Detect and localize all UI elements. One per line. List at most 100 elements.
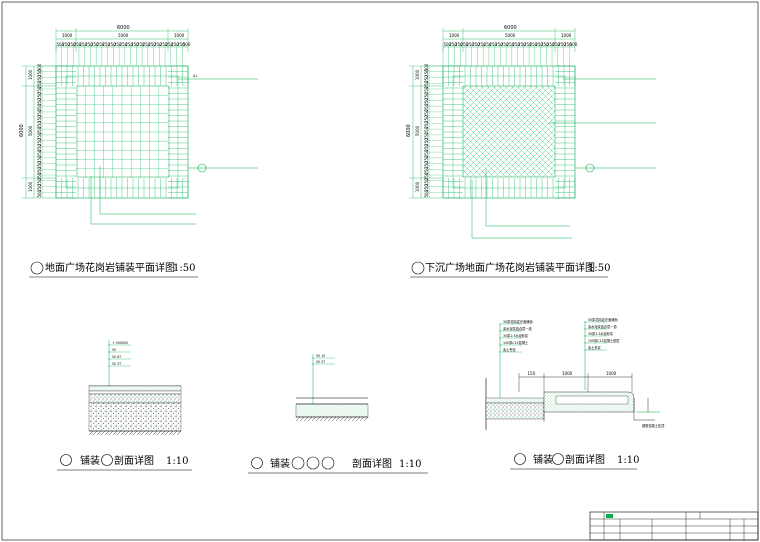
herringbone-brick <box>495 112 500 117</box>
dim-module-label: 250 <box>74 42 82 47</box>
herringbone-brick <box>504 139 509 144</box>
herringbone-brick <box>495 100 500 105</box>
herringbone-brick <box>540 139 545 144</box>
section-1-note-label: 50 37 <box>112 362 121 366</box>
herringbone-brick <box>540 109 545 114</box>
plan-b-grid <box>442 65 576 199</box>
herringbone-brick <box>483 94 488 99</box>
herringbone-brick <box>513 130 518 135</box>
dim-module-label: 250 <box>541 42 549 47</box>
section-1-mortar <box>88 390 182 395</box>
herringbone-brick <box>483 106 488 111</box>
herringbone-brick <box>457 110 460 113</box>
herringbone-brick <box>562 107 565 110</box>
section-1-concrete <box>88 393 182 404</box>
herringbone-brick <box>546 127 551 132</box>
herringbone-brick <box>556 101 559 104</box>
herringbone-brick <box>474 121 479 126</box>
dim-left-module-label: 250 <box>424 155 429 163</box>
herringbone-brick <box>546 175 551 177</box>
herringbone-brick <box>510 133 515 138</box>
herringbone-brick <box>495 118 500 123</box>
section-3-note-right-label: 100厚C15混凝土垫层 <box>588 338 620 343</box>
herringbone-brick <box>504 115 509 120</box>
dim-module-label: 250 <box>507 42 515 47</box>
dim-module-label: 250 <box>131 42 139 47</box>
herringbone-brick <box>525 106 530 111</box>
herringbone-brick <box>528 133 533 138</box>
herringbone-brick <box>516 127 521 132</box>
section-3-note-right-label: 素土夯实 <box>588 345 601 350</box>
herringbone-brick <box>552 175 555 177</box>
herringbone-brick <box>495 142 500 147</box>
dim-left-module-label: 250 <box>424 178 429 186</box>
herringbone-brick <box>474 133 479 138</box>
herringbone-brick <box>471 154 476 159</box>
dim-module-label: 250 <box>166 42 174 47</box>
herringbone-brick <box>526 179 529 182</box>
earth-hatch <box>347 416 353 422</box>
herringbone-brick <box>559 134 562 137</box>
herringbone-brick <box>471 106 476 111</box>
dim-module-label: 500 <box>570 42 578 47</box>
herringbone-brick <box>483 160 488 165</box>
herringbone-brick <box>519 94 524 99</box>
herringbone-brick <box>534 91 539 96</box>
herringbone-brick <box>471 118 476 123</box>
herringbone-brick <box>463 107 464 110</box>
dim-left-module-label: 250 <box>37 109 42 117</box>
earth-hatch <box>303 416 309 422</box>
herringbone-brick <box>525 88 530 93</box>
herringbone-brick <box>534 109 539 114</box>
herringbone-brick <box>525 118 530 123</box>
herringbone-brick <box>498 103 503 108</box>
herringbone-brick <box>537 100 542 105</box>
herringbone-brick <box>486 133 491 138</box>
herringbone-brick <box>562 173 565 176</box>
herringbone-brick <box>477 142 482 147</box>
herringbone-brick <box>495 94 500 99</box>
herringbone-brick <box>477 118 482 123</box>
herringbone-brick <box>546 139 551 144</box>
dim-module-label: 250 <box>518 42 526 47</box>
herringbone-brick <box>540 175 545 177</box>
herringbone-brick <box>483 154 488 159</box>
grid-band <box>452 75 566 189</box>
dim-left-module-label: 250 <box>37 184 42 192</box>
herringbone-brick <box>465 112 470 117</box>
herringbone-brick <box>525 112 530 117</box>
herringbone-brick <box>540 103 545 108</box>
herringbone-brick <box>477 136 482 141</box>
herringbone-brick <box>507 100 512 105</box>
herringbone-brick <box>468 151 473 156</box>
herringbone-brick <box>483 130 488 135</box>
herringbone-brick <box>543 142 548 147</box>
dim-left-segment-label: 5000 <box>28 125 33 136</box>
herringbone-brick <box>543 124 548 129</box>
dim-left-module-label: 250 <box>424 126 429 134</box>
dim-left-module-label: 250 <box>37 143 42 151</box>
herringbone-brick <box>468 115 473 120</box>
section-3-note-left-label: 30厚花岗岩光面铺面 <box>503 319 533 324</box>
dim-left-module-label: 250 <box>37 80 42 88</box>
title-block <box>589 511 759 541</box>
dim-left-module-label: 250 <box>37 166 42 174</box>
herringbone-brick <box>507 130 512 135</box>
dim-left-module-label: 250 <box>37 172 42 180</box>
herringbone-brick <box>534 97 539 102</box>
herringbone-brick <box>525 142 530 147</box>
herringbone-brick <box>537 112 542 117</box>
herringbone-brick <box>457 116 460 119</box>
herringbone-brick <box>544 179 547 182</box>
herringbone-brick <box>489 160 494 165</box>
herringbone-brick <box>480 86 485 90</box>
herringbone-brick <box>562 167 565 170</box>
herringbone-brick <box>513 166 518 171</box>
herringbone-brick <box>510 175 515 177</box>
section-2-title: 铺装 <box>270 457 290 470</box>
herringbone-brick <box>474 91 479 96</box>
herringbone-brick <box>552 163 555 168</box>
herringbone-brick <box>543 136 548 141</box>
herringbone-brick <box>492 109 497 114</box>
